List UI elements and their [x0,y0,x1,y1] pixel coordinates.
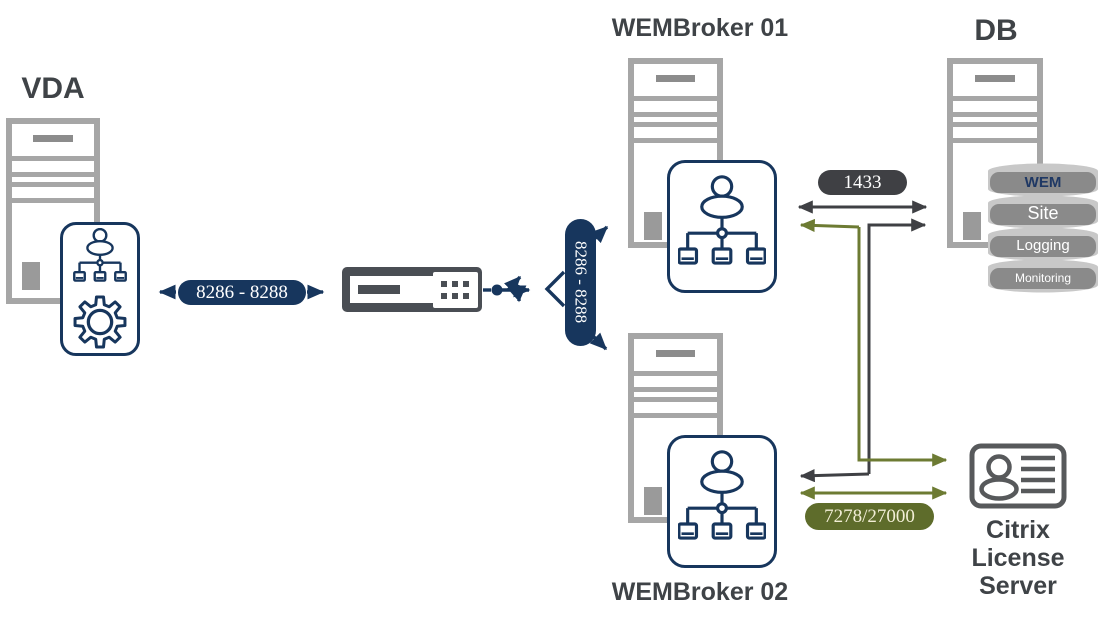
server-bay [953,96,1037,117]
branch-split-icon [483,270,566,308]
database-stack-icon [988,163,1098,293]
server-bay [12,182,94,203]
server-power-button [22,262,40,290]
disk-label-wem: WEM [1024,174,1062,191]
database-disk [988,195,1098,229]
port-pill-7278-27000: 7278/27000 [805,503,934,530]
lb-display-bar [358,285,400,294]
license-server-label: Citrix License Server [938,516,1098,600]
lb-port-panel [433,272,478,308]
server-power-button [644,487,662,515]
wembroker01-server-tower-icon [628,58,723,248]
server-bay [12,156,94,177]
server-slot [655,350,696,357]
disk-label-logging: Logging [1016,237,1070,254]
port-pill-1433: 1433 [818,170,907,195]
database-disk [988,227,1098,261]
disk-label-monitoring: Monitoring [1014,271,1072,285]
vda-label: VDA [21,72,85,105]
server-slot [974,75,1016,82]
broker-db-arrows [797,200,928,483]
wembroker01-service-box [667,160,777,293]
vda-agent-box [60,222,140,356]
server-power-button [644,212,662,240]
disk-label-site: Site [1027,203,1059,223]
server-slot [33,135,73,142]
lb-port-dots [441,281,469,299]
org-chart-icon [678,174,766,265]
org-chart-icon [73,228,127,282]
database-disk [988,163,1098,197]
wembroker02-label: WEMBroker 02 [611,578,789,606]
db-label: DB [974,14,1018,47]
org-chart-icon [678,449,766,540]
server-bay [634,397,717,418]
load-balancer-icon [342,267,482,312]
server-slot [655,75,696,82]
server-bay [634,96,717,117]
server-bay [953,122,1037,143]
server-power-button [963,212,981,240]
server-bay [634,122,717,143]
gear-icon [73,295,127,349]
database-disk [988,259,1098,293]
wembroker01-label: WEMBroker 01 [611,14,789,42]
port-pill-vda-lb: 8286 - 8288 [178,280,306,305]
license-server-label-line1: Citrix [986,516,1050,544]
wembroker02-service-box [667,435,777,568]
id-card-icon [969,443,1067,509]
server-bay [634,371,717,392]
port-pill-lb-brokers: 8286 - 8288 [565,219,596,346]
broker-license-arrows [799,218,948,500]
license-server-label-line2: License Server [971,544,1065,600]
